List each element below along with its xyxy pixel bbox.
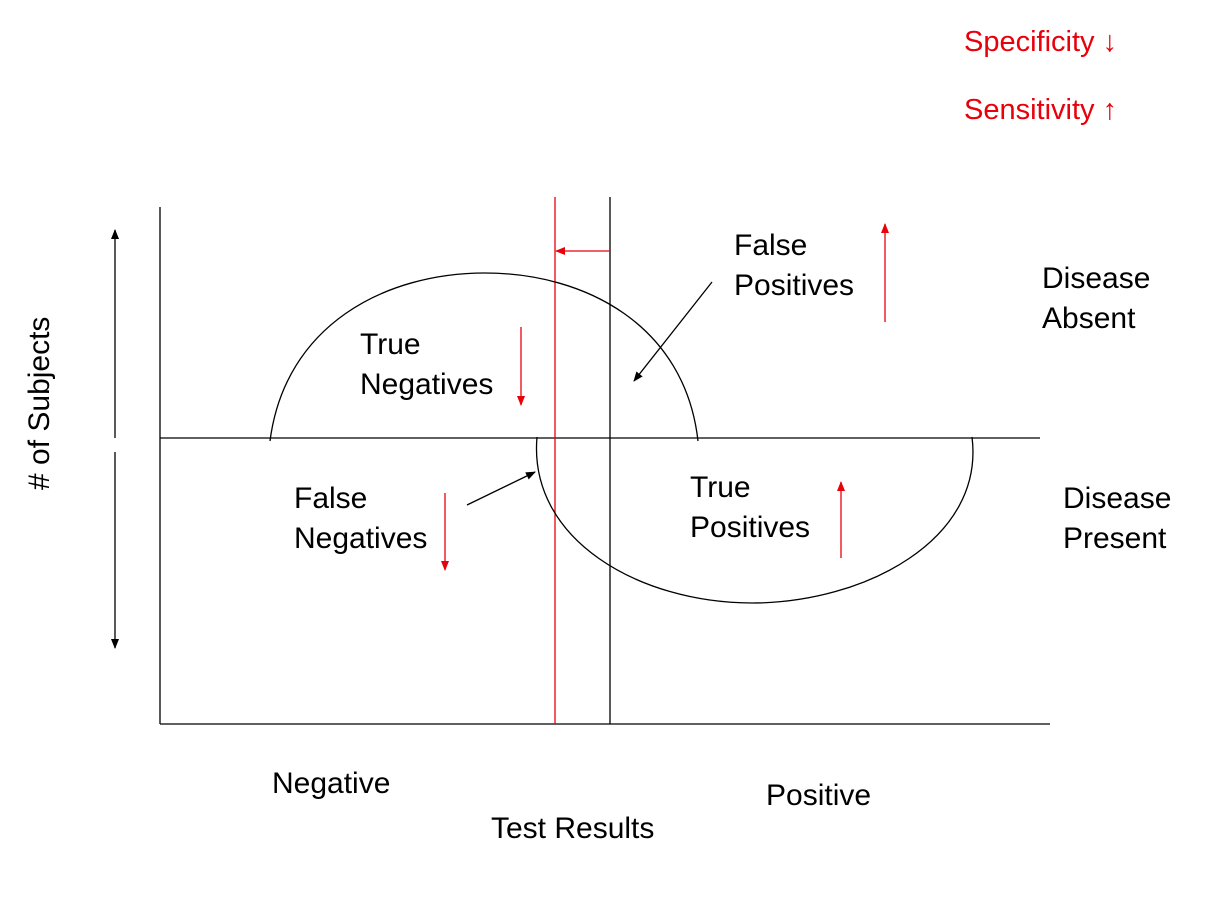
y-axis-label: # of Subjects xyxy=(23,316,56,490)
false-negatives-pointer xyxy=(466,471,536,506)
true-positives-line-2: Positives xyxy=(690,511,811,544)
x-positive-label: Positive xyxy=(766,779,872,812)
specificity-label: Specificity ↓ xyxy=(964,26,1118,58)
disease-absent-label: Disease Absent xyxy=(1042,259,1150,339)
false-positives-pointer xyxy=(633,281,713,382)
disease-present-label: Disease Present xyxy=(1063,479,1171,559)
disease-absent-line-2: Absent xyxy=(1042,302,1136,335)
true-negatives-line-2: Negatives xyxy=(360,368,494,401)
disease-absent-line-1: Disease xyxy=(1042,262,1151,295)
disease-present-line-2: Present xyxy=(1063,522,1167,555)
false-positives-line-2: Positives xyxy=(734,269,855,302)
true-positives-line-1: True xyxy=(690,471,751,504)
false-positives-line-1: False xyxy=(734,229,808,262)
x-negative-label: Negative xyxy=(272,767,391,800)
sensitivity-label: Sensitivity ↑ xyxy=(964,94,1118,126)
disease-present-line-1: Disease xyxy=(1063,482,1172,515)
disease-absent-curve xyxy=(269,272,699,442)
false-negatives-line-2: Negatives xyxy=(294,522,428,555)
true-negatives-line-1: True xyxy=(360,328,421,361)
true-positives-label: True Positives xyxy=(690,468,810,548)
false-positives-label: False Positives xyxy=(734,226,854,306)
false-negatives-line-1: False xyxy=(294,482,368,515)
disease-present-curve xyxy=(535,436,974,604)
true-negatives-label: True Negatives xyxy=(360,325,493,405)
false-negatives-label: False Negatives xyxy=(294,479,427,559)
x-axis-title: Test Results xyxy=(491,812,655,845)
